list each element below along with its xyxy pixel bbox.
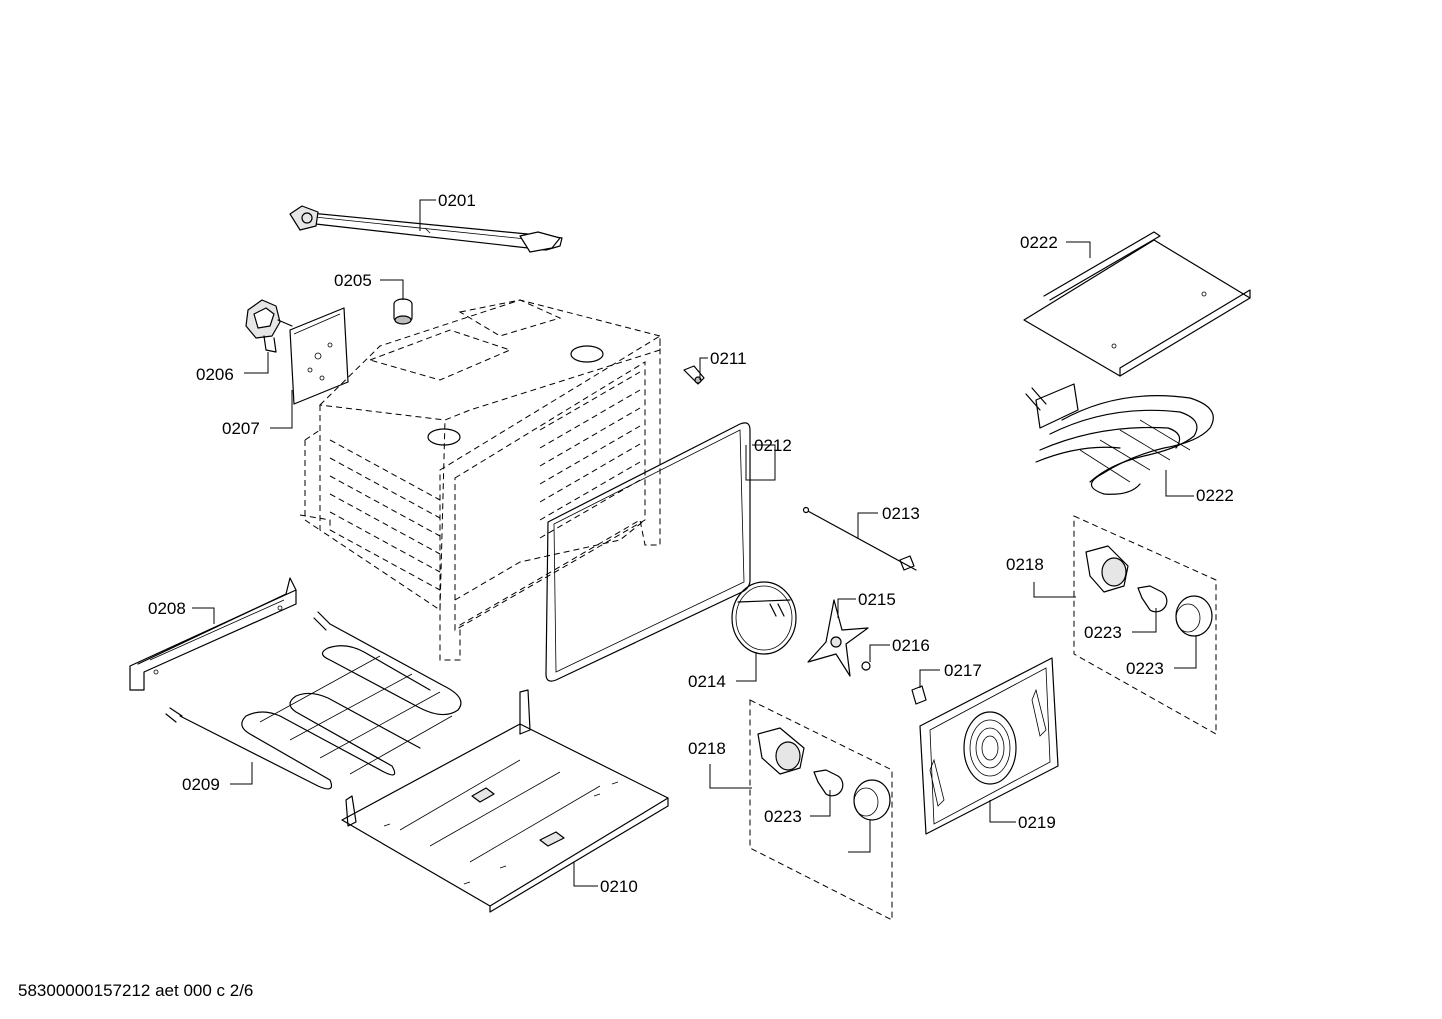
lamp-group-right-drawing [1073, 515, 1217, 735]
part-0211-drawing [683, 365, 705, 385]
label-0205[interactable]: 0205 [334, 271, 372, 290]
leader-0208 [192, 607, 215, 624]
label-0206[interactable]: 0206 [196, 365, 234, 384]
label-0215[interactable]: 0215 [858, 590, 896, 609]
leader-0218b [709, 764, 752, 789]
leader-0220 [1066, 241, 1091, 258]
part-0215-drawing [807, 599, 869, 677]
part-0210-drawing [341, 689, 669, 913]
leader-0222b [810, 790, 831, 817]
part-0207-drawing [289, 307, 349, 405]
oven-cavity-drawing [299, 299, 661, 661]
part-0220-drawing [1023, 231, 1251, 377]
part-0212-drawing [545, 422, 751, 682]
part-0219-drawing [919, 657, 1059, 835]
part-0205-drawing [393, 298, 413, 325]
lamp-group-lower-drawing [749, 699, 893, 921]
document-footer-code: 58300000157212 aet 000 c 2/6 [18, 981, 254, 1000]
leader-0213 [857, 512, 878, 538]
part-0221-drawing [1025, 383, 1214, 495]
label-0216[interactable]: 0216 [892, 636, 930, 655]
leader-0222a [1132, 608, 1157, 633]
part-0206-drawing [245, 299, 293, 353]
label-0218-right[interactable]: 0218 [1006, 555, 1044, 574]
label-0214[interactable]: 0214 [688, 672, 726, 691]
leader-0223b [848, 820, 871, 853]
leader-0218a [1033, 582, 1076, 598]
label-0209[interactable]: 0209 [182, 775, 220, 794]
leader-0217 [919, 669, 940, 688]
leader-0214 [736, 652, 757, 682]
leader-0216 [869, 644, 890, 662]
part-0216-drawing [861, 661, 871, 671]
label-0221[interactable]: 0222 [1196, 486, 1234, 505]
label-0223-right[interactable]: 0223 [1126, 659, 1164, 678]
label-0219[interactable]: 0219 [1018, 813, 1056, 832]
part-0201-drawing [289, 205, 563, 253]
part-0208-drawing [129, 577, 297, 691]
label-0213[interactable]: 0213 [882, 504, 920, 523]
leader-0206 [244, 352, 269, 374]
part-0217-drawing [911, 685, 927, 705]
label-0217[interactable]: 0217 [944, 661, 982, 680]
label-0210[interactable]: 0210 [600, 877, 638, 896]
leader-0215 [837, 598, 856, 618]
leader-0210 [573, 862, 598, 887]
label-0211[interactable]: 0211 [710, 349, 747, 368]
part-0213-drawing [802, 506, 917, 571]
label-0218-lower[interactable]: 0218 [688, 739, 726, 758]
leader-0219 [989, 800, 1016, 823]
label-0222-lower[interactable]: 0223 [764, 807, 802, 826]
label-0212[interactable]: 0212 [754, 436, 792, 455]
leader-0205 [380, 279, 404, 300]
leader-0223a [1174, 636, 1197, 669]
label-0201[interactable]: 0201 [438, 191, 476, 210]
leader-0212 [745, 444, 776, 481]
leader-0211 [699, 357, 708, 380]
part-0214-drawing [731, 581, 797, 655]
part-0209-drawing [165, 611, 462, 790]
label-0208[interactable]: 0208 [148, 599, 186, 618]
label-0222-right[interactable]: 0223 [1084, 623, 1122, 642]
label-0207[interactable]: 0207 [222, 419, 260, 438]
label-0220[interactable]: 0222 [1020, 233, 1058, 252]
leader-0207 [270, 390, 293, 429]
leader-0221 [1165, 470, 1194, 497]
leader-0209 [230, 762, 253, 785]
leader-0201 [419, 199, 436, 231]
